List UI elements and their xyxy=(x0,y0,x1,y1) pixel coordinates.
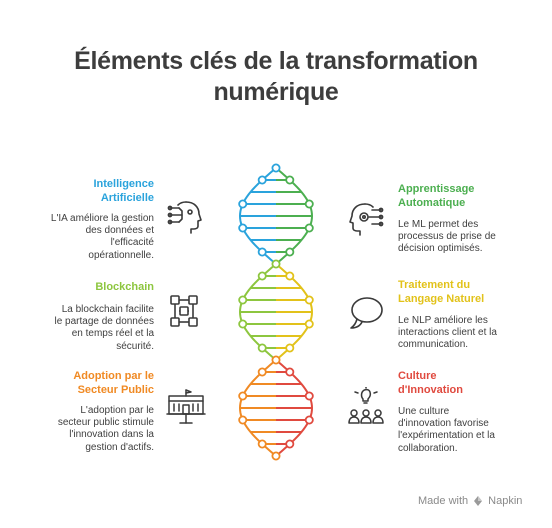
helix-node xyxy=(285,343,295,353)
helix-node xyxy=(285,271,295,281)
heading-line: Automatique xyxy=(398,197,466,209)
helix-node xyxy=(304,199,314,209)
diagram-title: Éléments clés de la transformation numér… xyxy=(0,46,552,108)
desc-line: communication. xyxy=(398,339,469,351)
desc-traitement-langage-naturel: Le NLP améliore les interactions client … xyxy=(398,315,497,352)
desc-blockchain: La blockchain facilite le partage de don… xyxy=(54,304,154,353)
helix-crossing-node xyxy=(271,259,281,269)
helix-node xyxy=(304,319,314,329)
heading-line: Langage Naturel xyxy=(398,293,485,305)
helix-node xyxy=(285,175,295,185)
desc-line: La blockchain facilite xyxy=(61,304,154,315)
innovation-team-icon xyxy=(348,387,384,424)
desc-line: l'innovation dans la xyxy=(69,429,154,441)
desc-line: processus de prise de xyxy=(398,231,496,243)
desc-line: secteur public stimule xyxy=(57,417,154,429)
machine-learning-head-icon xyxy=(349,203,384,236)
helix-crossing-node xyxy=(271,451,281,461)
desc-line: Le NLP améliore les xyxy=(398,315,488,326)
desc-line: des données et xyxy=(85,225,154,237)
helix-node xyxy=(304,391,314,401)
helix-node xyxy=(285,247,295,257)
desc-line: L'adoption par le xyxy=(80,405,154,416)
heading-line: Artificielle xyxy=(100,192,154,204)
helix-node xyxy=(257,439,267,449)
desc-line: le partage de données xyxy=(54,316,154,328)
heading-apprentissage-automatique: Apprentissage Automatique xyxy=(398,182,474,210)
heading-traitement-langage-naturel: Traitement du Langage Naturel xyxy=(398,278,484,306)
helix-node xyxy=(304,223,314,233)
desc-line: l'expérimentation et la xyxy=(398,430,495,442)
desc-intelligence-artificielle: L'IA améliore la gestion des données et … xyxy=(51,213,154,262)
heading-line: Intelligence xyxy=(93,178,154,190)
desc-line: Le ML permet des xyxy=(398,219,479,230)
helix-node xyxy=(285,367,295,377)
helix-node xyxy=(238,391,248,401)
speech-bubble-icon xyxy=(350,297,383,329)
heading-adoption-secteur-public: Adoption par le Secteur Public xyxy=(73,369,154,397)
helix-strand-right xyxy=(275,167,314,265)
helix-node xyxy=(257,271,267,281)
heading-blockchain: Blockchain xyxy=(95,280,154,294)
heading-line: Culture xyxy=(398,370,437,382)
desc-apprentissage-automatique: Le ML permet des processus de prise de d… xyxy=(398,219,496,256)
desc-line: décision optimisés. xyxy=(398,243,483,255)
helix-node xyxy=(238,295,248,305)
desc-line: en temps réel et la xyxy=(71,328,154,340)
helix-strand-right xyxy=(275,263,314,361)
helix-node xyxy=(285,439,295,449)
helix-node xyxy=(304,415,314,425)
heading-line: Secteur Public xyxy=(77,384,154,396)
public-building-icon xyxy=(166,389,206,424)
helix-strand-left xyxy=(238,359,277,457)
desc-line: collaboration. xyxy=(398,442,458,454)
desc-line: sécurité. xyxy=(116,340,154,352)
helix-strand-right xyxy=(275,359,314,457)
heading-line: d'Innovation xyxy=(398,384,463,396)
napkin-logo-icon xyxy=(474,496,483,506)
helix-node xyxy=(238,319,248,329)
helix-crossing-node xyxy=(271,355,281,365)
heading-line: Adoption par le xyxy=(73,370,154,382)
heading-line: Traitement du xyxy=(398,279,471,291)
helix-node xyxy=(238,415,248,425)
desc-line: opérationnelle. xyxy=(88,249,154,261)
helix-node xyxy=(238,223,248,233)
helix-node xyxy=(257,247,267,257)
footer-brand: Napkin xyxy=(488,495,523,507)
helix-node xyxy=(257,343,267,353)
ai-head-icon xyxy=(167,201,202,234)
desc-line: l'efficacité xyxy=(110,237,154,249)
helix-node xyxy=(304,295,314,305)
heading-intelligence-artificielle: Intelligence Artificielle xyxy=(93,177,154,205)
napkin-footer: Made with Napkin xyxy=(418,495,522,507)
desc-line: interactions client et la xyxy=(398,327,497,339)
heading-line: Apprentissage xyxy=(398,183,475,195)
helix-node xyxy=(257,175,267,185)
desc-line: L'IA améliore la gestion xyxy=(50,213,154,224)
desc-line: gestion d'actifs. xyxy=(85,441,154,453)
desc-adoption-secteur-public: L'adoption par le secteur public stimule… xyxy=(58,405,154,454)
helix-crossing-node xyxy=(271,163,281,173)
footer-made-with: Made with xyxy=(418,495,469,507)
blockchain-icon xyxy=(170,295,198,327)
heading-line: Blockchain xyxy=(95,281,154,293)
helix-strand-left xyxy=(238,167,277,265)
desc-line: Une culture xyxy=(398,406,450,417)
desc-line: d'innovation favorise xyxy=(398,418,489,430)
helix-strand-left xyxy=(238,263,277,361)
helix-node xyxy=(238,199,248,209)
helix-node xyxy=(257,367,267,377)
heading-culture-innovation: Culture d'Innovation xyxy=(398,369,463,397)
title-line-2: numérique xyxy=(213,78,339,106)
desc-culture-innovation: Une culture d'innovation favorise l'expé… xyxy=(398,406,495,455)
title-line-1: Éléments clés de la transformation xyxy=(74,47,478,75)
